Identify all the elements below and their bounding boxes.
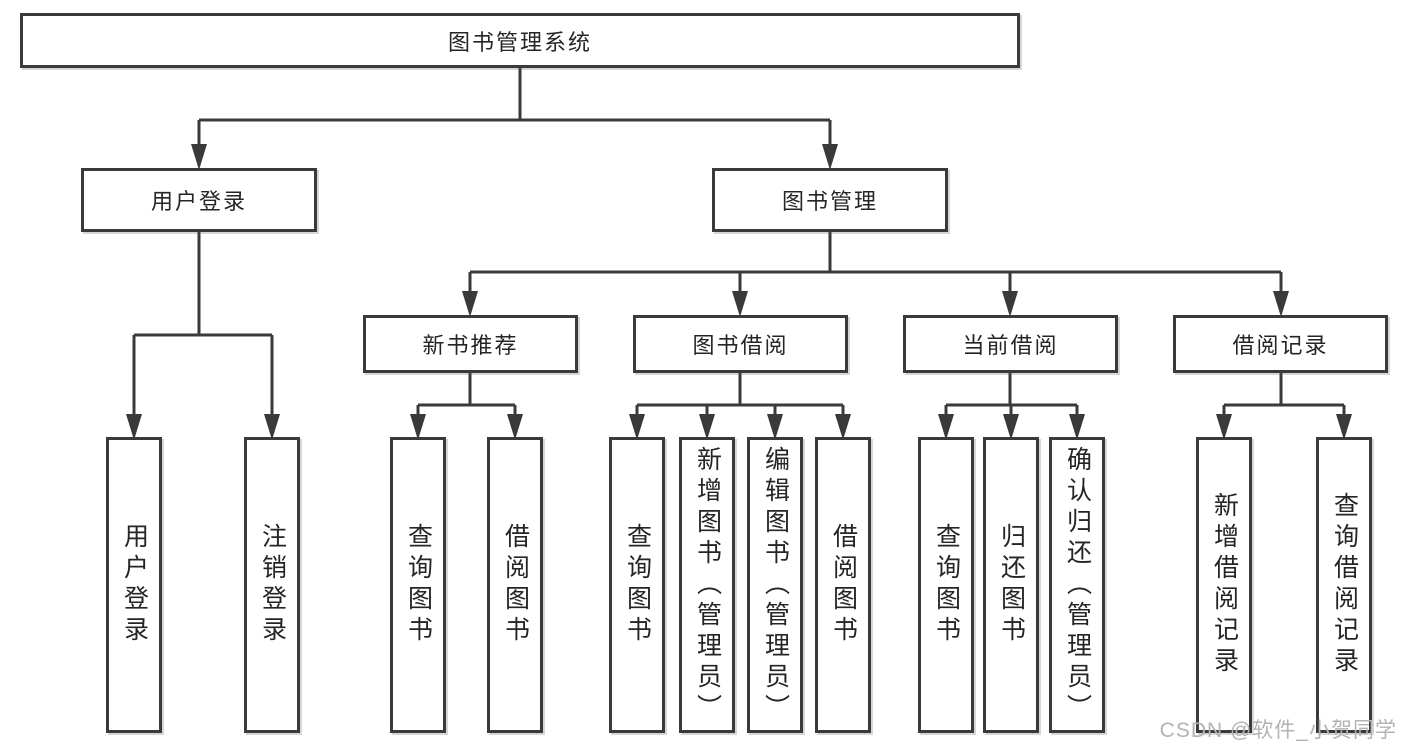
connector-book-management-children — [462, 232, 1289, 317]
node-label: 借阅图书 — [829, 523, 858, 647]
node-leaf-confirm-return-admin: 确认归还（管理员） — [1049, 437, 1105, 733]
node-leaf-borrow-books: 借阅图书 — [815, 437, 871, 733]
node-book-management-system: 图书管理系统 — [20, 13, 1020, 68]
connector-root-to-level2 — [191, 68, 838, 170]
node-label: 借阅图书 — [501, 523, 530, 647]
node-label: 当前借阅 — [962, 333, 1059, 358]
node-leaf-query-books-recommend: 查询图书 — [390, 437, 446, 733]
node-label: 图书管理系统 — [447, 29, 592, 55]
node-label: 查询借阅记录 — [1330, 492, 1359, 678]
node-leaf-add-borrow-record: 新增借阅记录 — [1196, 437, 1252, 733]
node-label: 新增借阅记录 — [1210, 492, 1239, 678]
connector-borrow-records-children — [1216, 373, 1352, 440]
node-label: 新书推荐 — [422, 333, 519, 358]
node-leaf-user-login-action: 用户登录 — [106, 437, 162, 733]
node-label: 归还图书 — [997, 523, 1026, 647]
node-leaf-borrow-books-recommend: 借阅图书 — [487, 437, 543, 733]
node-book-management: 图书管理 — [712, 168, 948, 232]
node-label: 图书管理 — [781, 189, 878, 214]
node-user-login: 用户登录 — [81, 168, 317, 232]
node-label: 图书借阅 — [692, 333, 789, 358]
node-label: 查询图书 — [623, 523, 652, 647]
node-label: 编辑图书（管理员） — [761, 445, 790, 725]
node-leaf-query-borrow-record: 查询借阅记录 — [1316, 437, 1372, 733]
connector-user-login-children — [126, 232, 280, 440]
connector-book-borrow-children — [629, 373, 851, 440]
node-label: 确认归还（管理员） — [1063, 445, 1092, 725]
node-leaf-query-books-current: 查询图书 — [918, 437, 974, 733]
node-label: 注销登录 — [258, 523, 287, 647]
node-label: 用户登录 — [150, 189, 247, 214]
node-current-borrow: 当前借阅 — [903, 315, 1118, 373]
connector-new-book-recommend-children — [410, 373, 523, 440]
node-new-book-recommend: 新书推荐 — [363, 315, 578, 373]
node-label: 查询图书 — [932, 523, 961, 647]
node-label: 借阅记录 — [1232, 333, 1329, 358]
node-leaf-return-books: 归还图书 — [983, 437, 1039, 733]
node-label: 用户登录 — [120, 523, 149, 647]
node-leaf-edit-books-admin: 编辑图书（管理员） — [747, 437, 803, 733]
csdn-watermark: CSDN @软件_小贺同学 — [1159, 719, 1397, 742]
node-leaf-add-books-admin: 新增图书（管理员） — [679, 437, 735, 733]
node-borrow-records: 借阅记录 — [1173, 315, 1388, 373]
node-leaf-query-books-borrow: 查询图书 — [609, 437, 665, 733]
connector-current-borrow-children — [938, 373, 1085, 440]
node-book-borrow: 图书借阅 — [633, 315, 848, 373]
node-label: 查询图书 — [404, 523, 433, 647]
node-leaf-logout: 注销登录 — [244, 437, 300, 733]
node-label: 新增图书（管理员） — [693, 445, 722, 725]
